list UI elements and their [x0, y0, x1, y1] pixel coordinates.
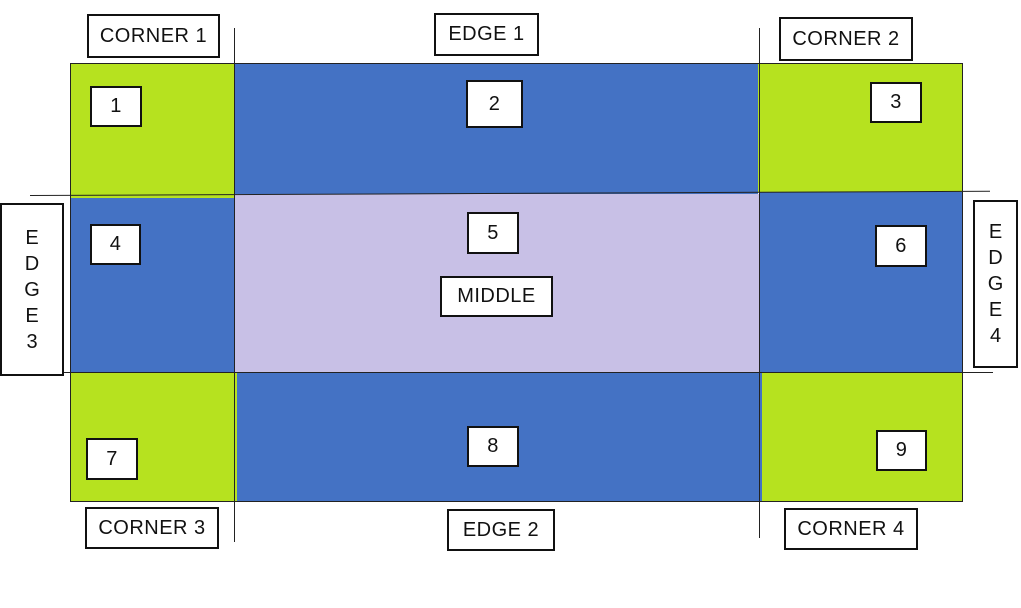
- label-corner-2: CORNER 2: [779, 17, 913, 61]
- cell-number-8: 8: [467, 426, 519, 467]
- label-edge-4-char: E: [988, 299, 1003, 321]
- label-corner-4: CORNER 4: [784, 508, 918, 550]
- label-edge-3: E D G E 3: [0, 203, 64, 376]
- label-corner-3: CORNER 3: [85, 507, 219, 549]
- cell-number-1: 1: [90, 86, 142, 127]
- label-edge-3-char: 3: [26, 330, 38, 353]
- label-edge-3-char: G: [24, 278, 40, 301]
- cell-number-2: 2: [466, 80, 523, 128]
- middle-label: MIDDLE: [440, 276, 553, 317]
- label-edge-4-char: 4: [989, 325, 1002, 347]
- label-edge-2: EDGE 2: [447, 509, 555, 551]
- gridline-vertical-left: [234, 28, 235, 542]
- gridline-vertical-right: [759, 28, 760, 538]
- label-corner-1: CORNER 1: [87, 14, 220, 58]
- grid-border: [70, 63, 963, 502]
- label-edge-4-char: E: [988, 221, 1003, 243]
- label-edge-4-char: D: [988, 247, 1003, 269]
- label-edge-4: E D G E 4: [973, 200, 1018, 368]
- label-edge-3-char: E: [25, 226, 39, 249]
- corner-region-2: [758, 64, 963, 192]
- cell-number-4: 4: [90, 224, 141, 265]
- label-edge-1: EDGE 1: [434, 13, 539, 56]
- edge-region-4: [760, 192, 963, 372]
- corner-region-3: [71, 372, 237, 502]
- cell-number-5: 5: [467, 212, 519, 254]
- cell-number-9: 9: [876, 430, 927, 471]
- label-edge-3-char: E: [25, 304, 39, 327]
- gridline-horizontal-bottom: [45, 372, 993, 373]
- label-edge-4-char: G: [987, 273, 1004, 295]
- corner-region-4: [762, 372, 963, 502]
- cell-number-7: 7: [86, 438, 138, 480]
- cell-number-3: 3: [870, 82, 922, 123]
- cell-number-6: 6: [875, 225, 927, 267]
- label-edge-3-char: D: [24, 252, 40, 275]
